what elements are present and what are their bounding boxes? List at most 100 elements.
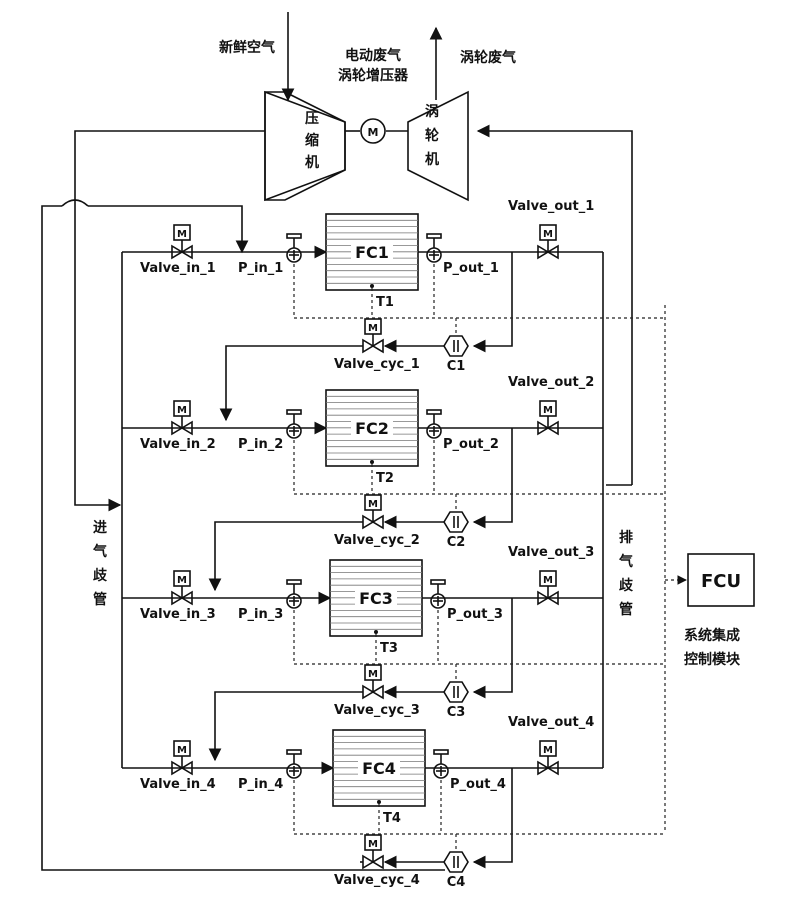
- valve-actuator-letter: M: [177, 575, 187, 586]
- valve-actuator-letter: M: [543, 575, 553, 586]
- inlet-pressure-sensor-icon: [287, 234, 301, 262]
- recirculation-valve: M: [363, 665, 383, 698]
- intake-manifold-char-1: 进: [93, 520, 107, 536]
- outlet-pressure-sensor-icon: [427, 234, 441, 262]
- temperature-sensor-icon: [377, 800, 381, 804]
- valve-actuator-letter: M: [177, 405, 187, 416]
- fcu-caption-1: 系统集成: [684, 627, 740, 644]
- valve-out-label: Valve_out_4: [508, 715, 594, 730]
- recirculation-valve: M: [363, 319, 383, 352]
- temperature-sensor-icon: [374, 630, 378, 634]
- svg-text:M: M: [368, 126, 379, 139]
- fc-label: FC1: [355, 243, 389, 262]
- outlet-pressure-sensor-icon: [431, 580, 445, 608]
- p-out-label: P_out_4: [450, 777, 506, 792]
- valve-out-label: Valve_out_1: [508, 199, 594, 214]
- recirculation-valve: M: [363, 835, 383, 868]
- e-turbocharger: M 压 缩 机 涡 轮 机 新鲜空气 电动废气 涡轮增压器 涡轮废气: [219, 12, 516, 200]
- compressor-label: C3: [447, 705, 466, 720]
- outlet-valve: M: [538, 225, 558, 258]
- turbine-char-2: 轮: [425, 127, 439, 144]
- intake-manifold-char-2: 气: [92, 543, 107, 560]
- outlet-pressure-sensor-icon: [427, 410, 441, 438]
- valve-cyc-label: Valve_cyc_2: [334, 533, 420, 548]
- recirculation-compressor: [444, 682, 468, 702]
- fcu-module: FCU 系统集成 控制模块: [665, 305, 754, 830]
- valve-actuator-letter: M: [543, 229, 553, 240]
- recirculation-compressor: [444, 852, 468, 872]
- temperature-sensor-icon: [370, 284, 374, 288]
- temperature-label: T3: [380, 641, 398, 656]
- recirculation-valve: M: [363, 495, 383, 528]
- fcu-caption-2: 控制模块: [684, 651, 741, 668]
- valve-actuator-letter: M: [177, 745, 187, 756]
- exhaust-manifold-char-2: 气: [618, 553, 633, 570]
- p-out-label: P_out_2: [443, 437, 499, 452]
- outlet-valve: M: [538, 571, 558, 604]
- temperature-label: T2: [376, 471, 394, 486]
- inlet-valve: M: [172, 225, 192, 258]
- valve-actuator-letter: M: [368, 323, 378, 334]
- valve-cyc-label: Valve_cyc_4: [334, 873, 420, 888]
- compressor-label: C4: [447, 875, 466, 890]
- fuel-cell-stack-group-4: FC4T4MValve_in_4P_in_4P_out_4MValve_out_…: [122, 715, 665, 890]
- valve-actuator-letter: M: [368, 669, 378, 680]
- turbocharger-title-1: 电动废气: [345, 47, 401, 64]
- temperature-label: T1: [376, 295, 394, 310]
- fc-label: FC2: [355, 419, 389, 438]
- valve-in-label: Valve_in_4: [140, 777, 216, 792]
- valve-actuator-letter: M: [177, 229, 187, 240]
- fc-label: FC4: [362, 759, 396, 778]
- outlet-valve: M: [538, 741, 558, 774]
- exhaust-manifold-char-1: 排: [619, 529, 633, 546]
- valve-cyc-label: Valve_cyc_3: [334, 703, 420, 718]
- fuel-cell-stack: FC4: [333, 730, 425, 806]
- valve-cyc-label: Valve_cyc_1: [334, 357, 420, 372]
- fuel-cell-stack: FC3: [330, 560, 422, 636]
- p-in-label: P_in_4: [238, 777, 283, 792]
- temperature-label: T4: [383, 811, 401, 826]
- inlet-valve: M: [172, 571, 192, 604]
- compressor-char-2: 缩: [305, 132, 319, 149]
- outlet-valve: M: [538, 401, 558, 434]
- fuel-cell-stack: FC2: [326, 390, 418, 466]
- compressor-label: C1: [447, 359, 466, 374]
- turbine-exhaust-label: 涡轮废气: [460, 49, 516, 66]
- p-out-label: P_out_1: [443, 261, 499, 276]
- exhaust-manifold-char-3: 歧: [619, 577, 634, 594]
- inlet-pressure-sensor-icon: [287, 750, 301, 778]
- inlet-pressure-sensor-icon: [287, 410, 301, 438]
- turbine-char-1: 涡: [425, 104, 439, 120]
- exhaust-manifold-char-4: 管: [619, 601, 633, 618]
- inlet-pressure-sensor-icon: [287, 580, 301, 608]
- valve-in-label: Valve_in_2: [140, 437, 216, 452]
- p-in-label: P_in_1: [238, 261, 283, 276]
- recirculation-compressor: [444, 512, 468, 532]
- valve-in-label: Valve_in_3: [140, 607, 216, 622]
- p-out-label: P_out_3: [447, 607, 503, 622]
- valve-in-label: Valve_in_1: [140, 261, 216, 276]
- inlet-valve: M: [172, 741, 192, 774]
- p-in-label: P_in_2: [238, 437, 283, 452]
- fc-label: FC3: [359, 589, 393, 608]
- intake-manifold-char-4: 管: [93, 591, 107, 608]
- fcu-label: FCU: [701, 571, 741, 592]
- intake-manifold-char-3: 歧: [93, 567, 108, 584]
- recirculation-compressor: [444, 336, 468, 356]
- valve-out-label: Valve_out_3: [508, 545, 594, 560]
- valve-actuator-letter: M: [368, 839, 378, 850]
- valve-actuator-letter: M: [543, 745, 553, 756]
- valve-actuator-letter: M: [368, 499, 378, 510]
- compressor-char-1: 压: [305, 111, 319, 127]
- temperature-sensor-icon: [370, 460, 374, 464]
- valve-out-label: Valve_out_2: [508, 375, 594, 390]
- turbocharger-title-2: 涡轮增压器: [338, 67, 409, 84]
- outlet-pressure-sensor-icon: [434, 750, 448, 778]
- fresh-air-label: 新鲜空气: [219, 39, 275, 56]
- compressor-char-3: 机: [305, 154, 319, 171]
- p-in-label: P_in_3: [238, 607, 283, 622]
- compressor-label: C2: [447, 535, 466, 550]
- inlet-valve: M: [172, 401, 192, 434]
- turbine-char-3: 机: [425, 151, 439, 168]
